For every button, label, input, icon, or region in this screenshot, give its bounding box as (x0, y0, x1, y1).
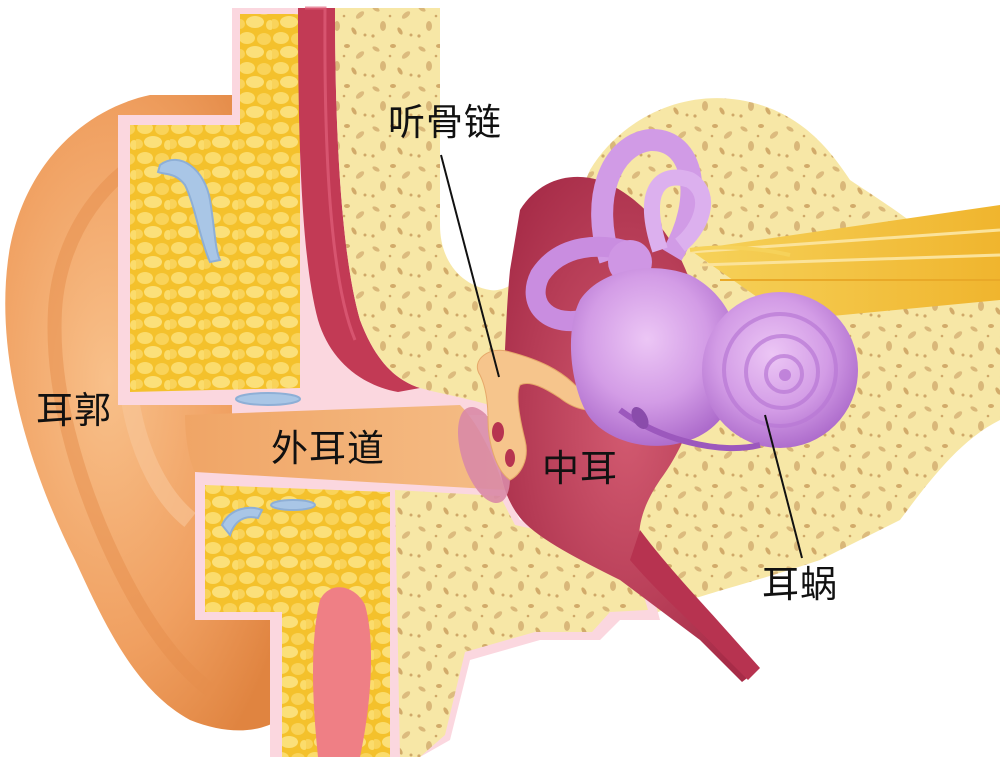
label-cochlea: 耳蜗 (762, 563, 838, 606)
inner-ear (525, 129, 858, 452)
auditory-nerve (689, 205, 1000, 320)
lower-tissue (195, 472, 660, 757)
label-ear-canal: 外耳道 (271, 427, 385, 470)
label-ossicles: 听骨链 (388, 101, 502, 144)
cochlea-leader-line (764, 414, 803, 559)
ossicles-leader-line (440, 154, 500, 378)
ear-canal (185, 405, 505, 490)
label-auricle: 耳郭 (36, 389, 112, 432)
label-middle-ear: 中耳 (542, 447, 618, 490)
